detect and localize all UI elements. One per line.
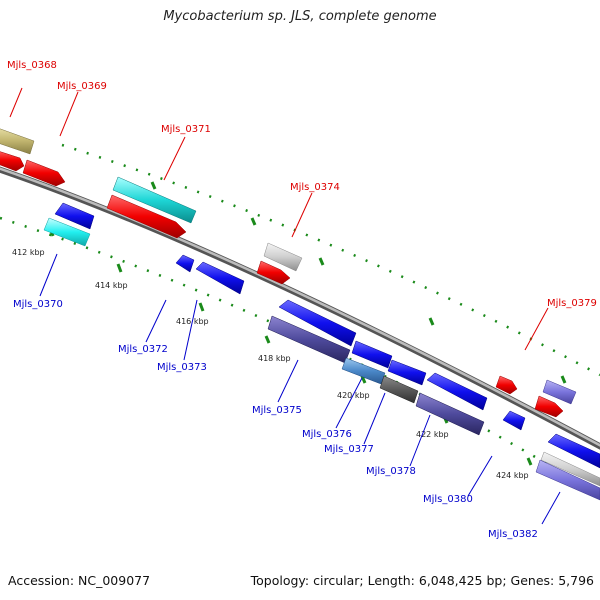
gene-feature[interactable]	[540, 451, 600, 487]
gene-label[interactable]: Mjls_0378	[366, 466, 416, 477]
gene-feature[interactable]	[351, 340, 393, 369]
gene-feature[interactable]	[256, 260, 291, 285]
gene-feature[interactable]	[502, 410, 526, 431]
gene-feature[interactable]	[278, 299, 357, 347]
gene-feature[interactable]	[0, 127, 35, 155]
gene-feature[interactable]	[547, 433, 600, 469]
map-title: Mycobacterium sp. JLS, complete genome	[163, 9, 437, 24]
gene-feature[interactable]	[112, 176, 197, 224]
gene-feature[interactable]	[387, 359, 427, 386]
gene-label[interactable]: Mjls_0376	[302, 429, 352, 440]
tick-label: 414 kbp	[95, 281, 128, 290]
gene-feature[interactable]	[54, 202, 95, 230]
accession-text: Accession: NC_009077	[8, 573, 151, 588]
genome-backbone-highlight	[0, 167, 600, 447]
gene-feature[interactable]	[426, 372, 488, 411]
scale-ticks	[48, 181, 567, 466]
gene-feature[interactable]	[495, 375, 518, 395]
gene-label[interactable]: Mjls_0380	[423, 494, 473, 505]
gene-feature[interactable]	[106, 194, 187, 239]
genome-summary-text: Topology: circular; Length: 6,048,425 bp…	[250, 573, 594, 588]
tick-label: 424 kbp	[496, 471, 529, 480]
gene-feature[interactable]	[542, 379, 577, 405]
gene-label[interactable]: Mjls_0373	[157, 362, 207, 373]
gene-label[interactable]: Mjls_0382	[488, 529, 538, 540]
gene-feature[interactable]	[22, 159, 66, 187]
tick-label: 412 kbp	[12, 248, 45, 257]
gene-feature[interactable]	[175, 254, 195, 273]
gene-feature[interactable]	[535, 459, 600, 501]
gene-label[interactable]: Mjls_0371	[161, 124, 211, 135]
gene-label[interactable]: Mjls_0377	[324, 444, 374, 455]
forward-callouts	[9, 87, 549, 351]
gene-label[interactable]: Mjls_0374	[290, 182, 340, 193]
forward-scale-dots	[61, 143, 600, 377]
gene-label[interactable]: Mjls_0372	[118, 344, 168, 355]
gene-feature[interactable]	[0, 150, 25, 172]
gene-feature[interactable]	[341, 357, 386, 385]
gene-label[interactable]: Mjls_0379	[547, 298, 597, 309]
gene-label[interactable]: Mjls_0375	[252, 405, 302, 416]
gene-feature[interactable]	[43, 217, 91, 247]
gene-label[interactable]: Mjls_0368	[7, 60, 57, 71]
gene-label[interactable]: Mjls_0370	[13, 299, 63, 310]
gene-feature[interactable]	[534, 395, 564, 418]
gene-label[interactable]: Mjls_0369	[57, 81, 107, 92]
tick-label: 422 kbp	[416, 430, 449, 439]
gene-feature[interactable]	[379, 375, 419, 404]
tick-label: 418 kbp	[258, 354, 291, 363]
gene-feature[interactable]	[415, 392, 485, 436]
reverse-callouts	[39, 253, 561, 525]
gene-feature[interactable]	[263, 242, 303, 272]
gene-feature[interactable]	[195, 261, 245, 295]
